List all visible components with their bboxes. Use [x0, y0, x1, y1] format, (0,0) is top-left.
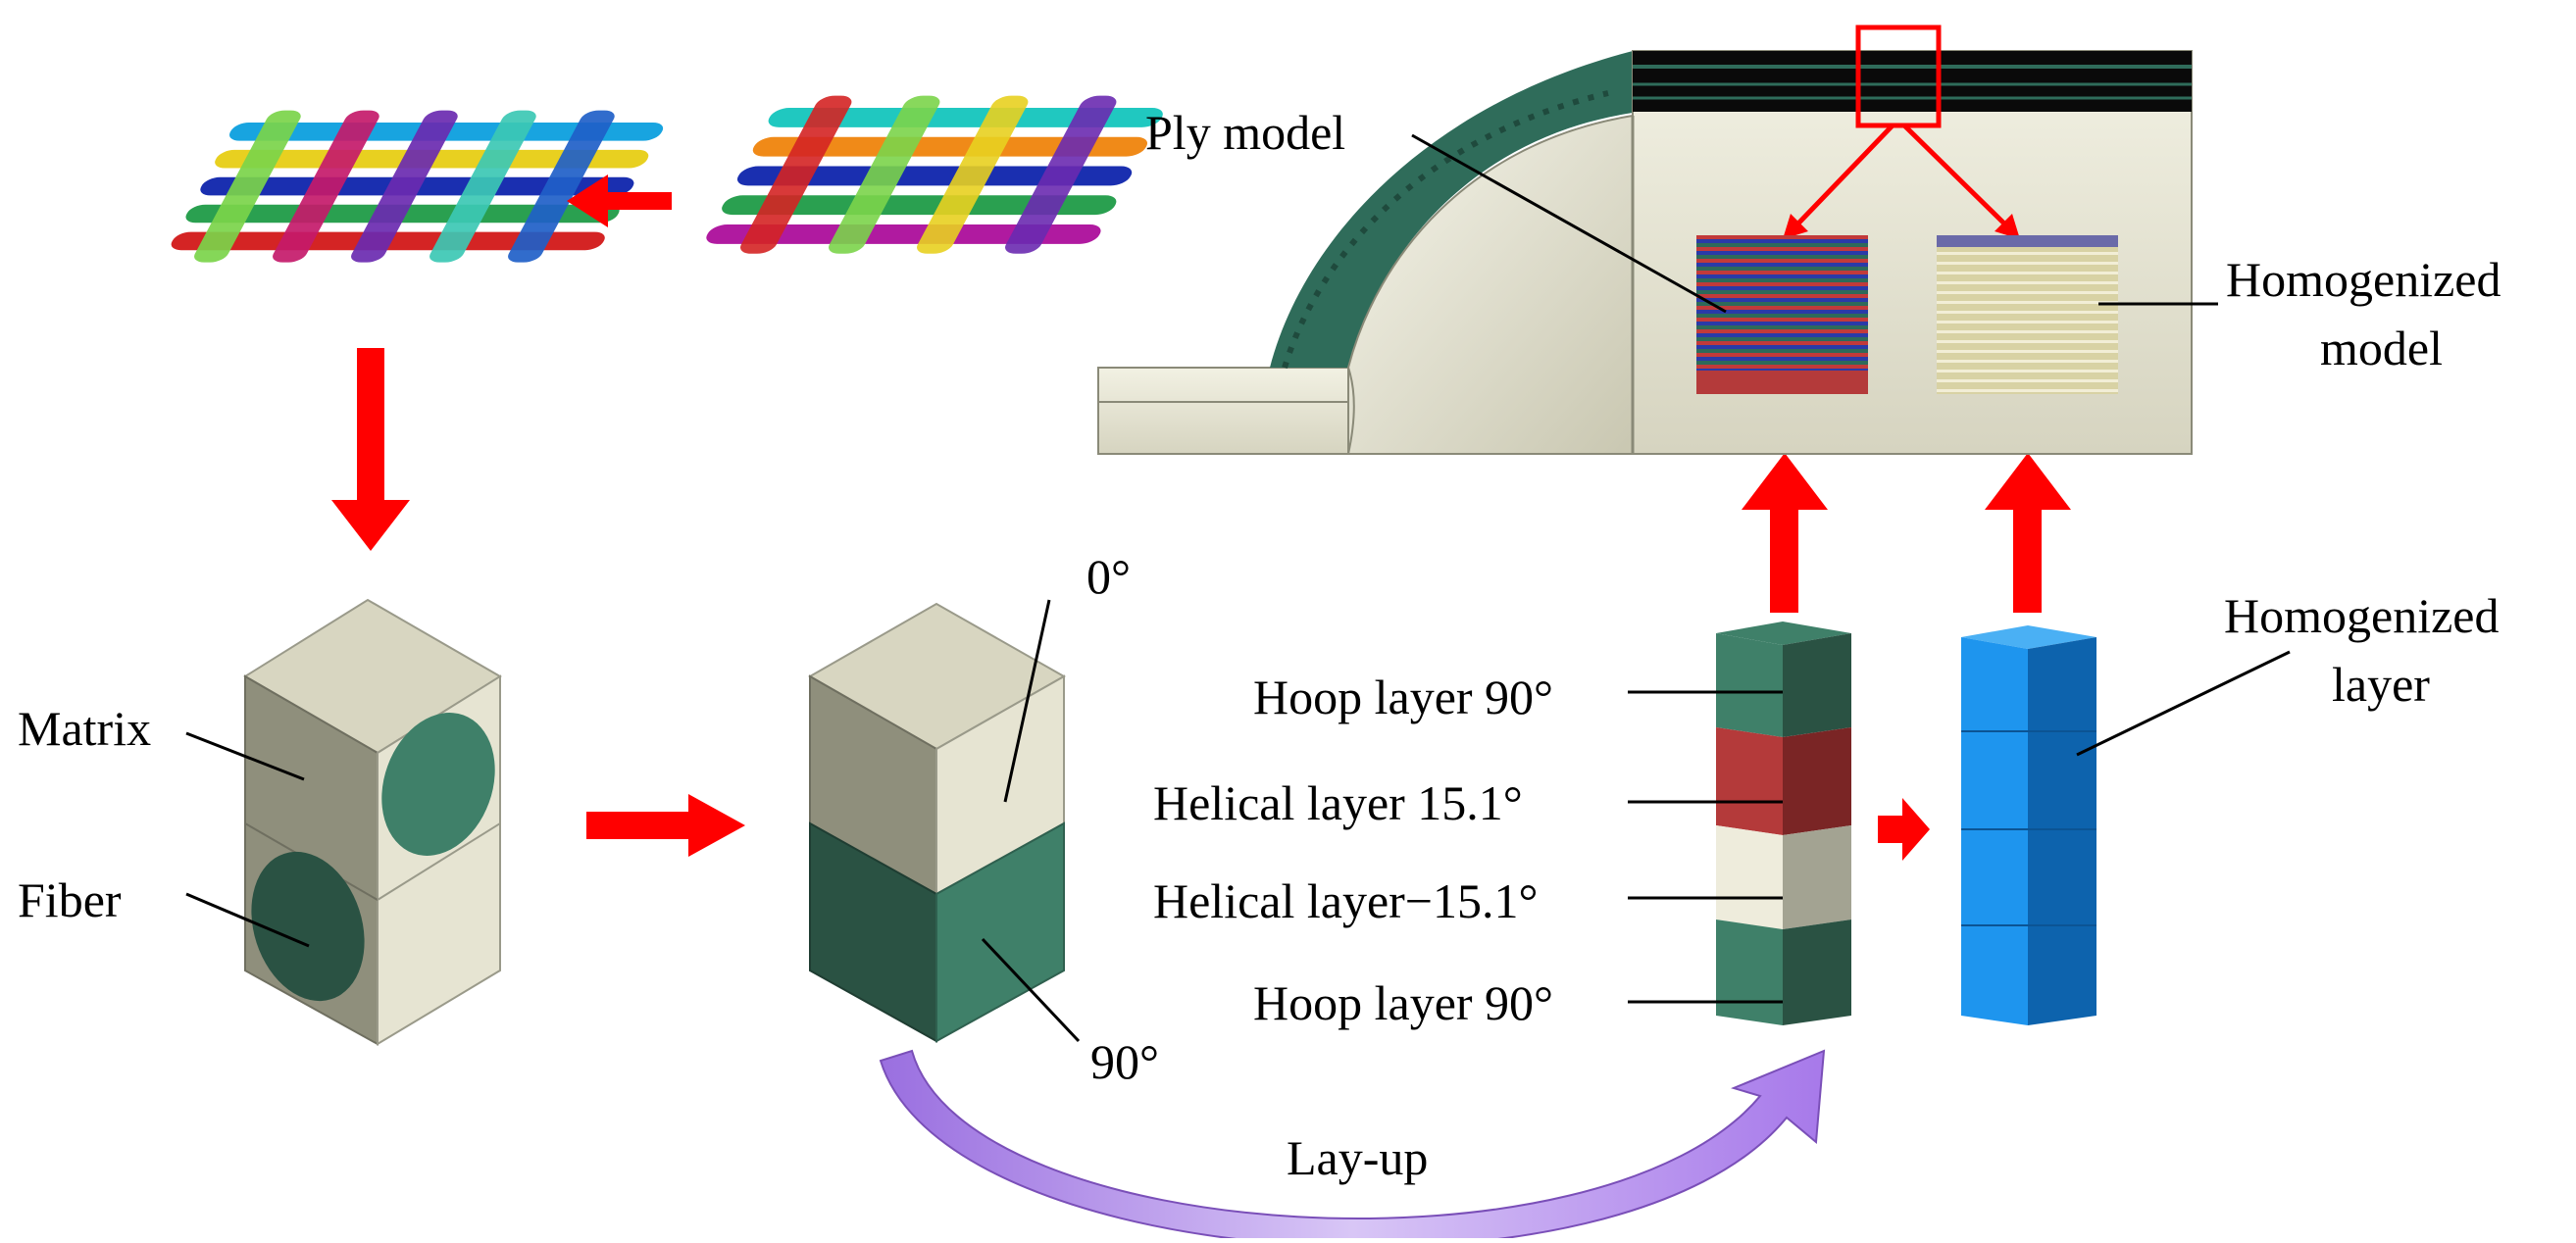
layup-arrow [879, 1049, 1826, 1243]
homogenized-layer-leader [2076, 650, 2291, 757]
hoop-layer-top-label: Hoop layer 90° [1253, 670, 1553, 724]
matrix-leader [185, 731, 305, 781]
zoom-arrow-left [1793, 124, 1894, 229]
zoom-arrow-right [1902, 124, 2010, 229]
helical-neg-label: Helical layer−15.1° [1153, 873, 1538, 928]
hoop-layer-bottom-label: Hoop layer 90° [1253, 975, 1553, 1030]
arrow-up-homogenized [1985, 453, 2071, 613]
helical-pos-label: Helical layer 15.1° [1153, 775, 1523, 830]
selection-box [1855, 25, 1942, 128]
homogenized-model-label-1: Homogenized [2226, 252, 2500, 307]
arrow-right-cell [586, 794, 745, 857]
homogenized-model-swatch [1937, 235, 2118, 394]
homogenized-model-label-2: model [2320, 321, 2443, 375]
arrow-down-weave [331, 348, 410, 551]
fiber-circle-side [381, 713, 495, 856]
homogenized-layer-icon [1961, 625, 2096, 1025]
layer-stack-icon [1716, 622, 1851, 1025]
fiber-label: Fiber [18, 872, 122, 927]
arrow-right-homogenize [1878, 798, 1930, 861]
ply-model-leader [1411, 133, 1727, 314]
woven-fabric-unit-icon [171, 110, 664, 263]
zoom-arrow-right-head [1995, 214, 2020, 239]
ply-cell-icon [807, 602, 1067, 1043]
unit-cell-icon [243, 598, 502, 1046]
matrix-label: Matrix [18, 701, 151, 756]
arrow-left-weave [567, 174, 672, 227]
angle-90-label: 90° [1090, 1034, 1159, 1089]
angle-90-leader [981, 937, 1081, 1043]
homogenized-model-swatch-top [1937, 235, 2118, 247]
fiber-leader [185, 892, 310, 948]
ply-model-label: Ply model [1145, 105, 1345, 160]
layup-label: Lay-up [1287, 1130, 1428, 1185]
woven-fabric-expanded-icon [706, 95, 1163, 254]
zoom-arrow-left-head [1783, 214, 1808, 239]
arrow-up-ply [1742, 453, 1828, 613]
fiber-circle-front [251, 851, 365, 1002]
homogenized-layer-label-1: Homogenized [2224, 588, 2499, 643]
angle-0-label: 0° [1086, 549, 1131, 604]
ply-model-swatch [1696, 235, 1868, 394]
homogenized-layer-label-2: layer [2332, 657, 2430, 712]
angle-0-leader [1003, 599, 1051, 803]
ply-model-swatch-base [1696, 371, 1868, 394]
